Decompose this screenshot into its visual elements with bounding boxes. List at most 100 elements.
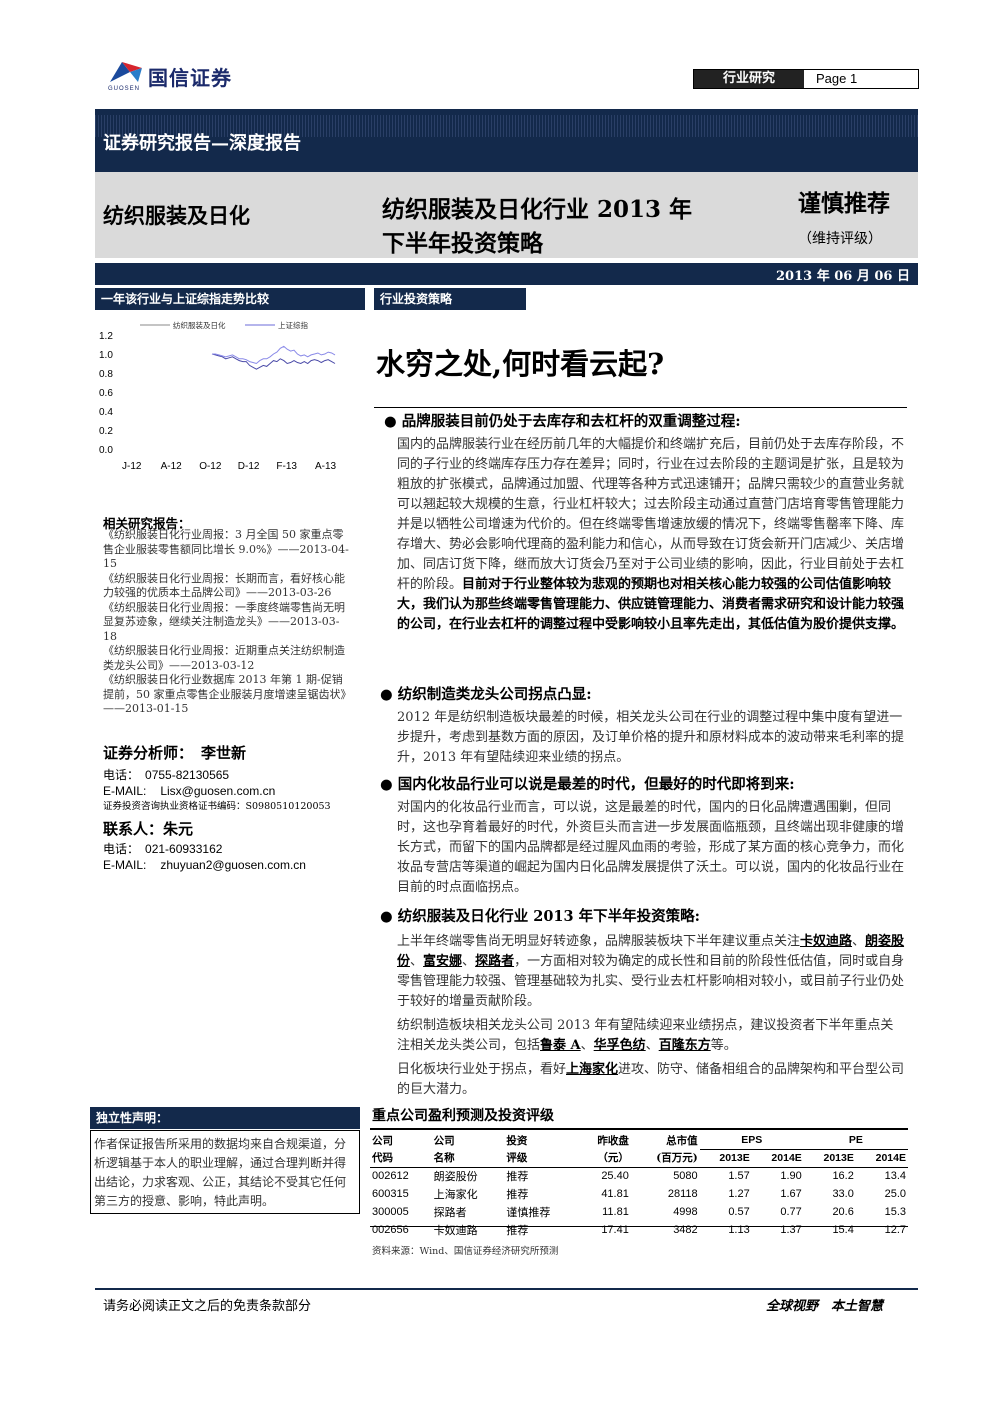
disclaimer-title: 独立性声明： bbox=[90, 1107, 360, 1129]
y-tick-label: 1.0 bbox=[99, 350, 113, 361]
th-mcap-1: 总市值 bbox=[666, 1134, 698, 1147]
section-1: ● 品牌服装目前仍处于去库存和去杠杆的双重调整过程: 国内的品牌服装行业在经历前… bbox=[384, 413, 905, 632]
th-code-1: 公司 bbox=[372, 1134, 393, 1147]
title-band: 纺织服装及日化 纺织服装及日化行业 2013 年 下半年投资策略 谨慎推荐 （维… bbox=[95, 172, 918, 258]
table-cell: 推荐 bbox=[506, 1188, 529, 1201]
series-line bbox=[212, 345, 336, 365]
table-cell: 谨慎推荐 bbox=[506, 1206, 551, 1219]
th-pe-2014: 2014E bbox=[875, 1152, 906, 1164]
table-cell: 1.37 bbox=[780, 1224, 802, 1236]
table-cell: 4998 bbox=[673, 1206, 698, 1218]
header-box: 行业研究 Page 1 bbox=[693, 69, 919, 89]
section-4-p2: 纺织制造板块相关龙头公司 2013 年有望陆续迎来业绩拐点，建议投资者下半年重点… bbox=[397, 1018, 894, 1053]
logo-subtext: GUOSEN bbox=[108, 86, 141, 92]
analyst-email[interactable]: Lisx@guosen.com.cn bbox=[160, 784, 276, 798]
analyst-label: 证券分析师： bbox=[103, 744, 194, 762]
y-tick-label: 0.2 bbox=[99, 426, 113, 437]
related-report-item[interactable]: 《纺织服装日化行业周报：长期而言，看好核心能力较强的优质本土品牌公司》——201… bbox=[103, 571, 345, 600]
table-cell: 15.3 bbox=[884, 1206, 906, 1218]
section-4-p1-rest: ，一方面相对较为确定的成长性和目前的阶段性低估值，同时或自身零售管理能力较强、管… bbox=[397, 954, 905, 1009]
stock-link-bailong[interactable]: 百隆东方 bbox=[658, 1038, 711, 1053]
x-tick-label: A-13 bbox=[315, 461, 337, 472]
stock-link-huafu[interactable]: 华孚色纺 bbox=[593, 1038, 646, 1053]
related-report-item[interactable]: 《纺织服装日化行业数据库 2013 年第 1 期-促销提前，50 家重点零售企业… bbox=[103, 673, 352, 715]
table-cell: 11.81 bbox=[602, 1206, 629, 1218]
table-cell: 002656 bbox=[372, 1224, 409, 1236]
stock-link-kanu[interactable]: 卡奴迪路 bbox=[800, 934, 853, 949]
report-title-line1: 纺织服装及日化行业 2013 年 bbox=[382, 196, 693, 223]
y-tick-label: 0.8 bbox=[99, 369, 113, 380]
stock-link-fuanna[interactable]: 富安娜 bbox=[423, 954, 463, 969]
th-rating-1: 投资 bbox=[506, 1134, 528, 1147]
section-1-text: 国内的品牌服装行业在经历前几年的大幅提价和终端扩充后，目前仍处于去库存阶段，不同… bbox=[397, 437, 905, 592]
x-tick-label: J-12 bbox=[122, 461, 142, 472]
related-report-item[interactable]: 《纺织服装日化行业周报：近期重点关注纺织制造类龙头公司》——2013-03-12 bbox=[103, 644, 345, 672]
report-type: 证券研究报告—深度报告 bbox=[103, 133, 301, 154]
report-type-band: 证券研究报告—深度报告 bbox=[95, 109, 918, 172]
stock-link-tanluzhe[interactable]: 探路者 bbox=[475, 954, 515, 969]
report-title-line2: 下半年投资策略 bbox=[382, 230, 543, 257]
legend-label: 纺织服装及日化 bbox=[173, 320, 226, 330]
table-cell: 13.4 bbox=[884, 1170, 906, 1183]
contact-email-label: E-MAIL: bbox=[103, 858, 147, 872]
y-tick-label: 0.0 bbox=[99, 445, 113, 456]
headline-divider bbox=[374, 407, 907, 408]
th-name-1: 公司 bbox=[433, 1134, 455, 1147]
sector-name: 纺织服装及日化 bbox=[103, 203, 250, 228]
table-cell: 1.90 bbox=[780, 1170, 802, 1183]
table-cell: 15.4 bbox=[832, 1224, 854, 1236]
stock-link-langzi[interactable]: 朗姿股份 bbox=[397, 934, 905, 969]
x-tick-label: A-12 bbox=[161, 461, 183, 472]
legend-label: 上证综指 bbox=[278, 320, 308, 330]
related-report-item[interactable]: 《纺织服装日化行业周报：一季度终端零售尚无明显复苏迹象，继续关注制造龙头》——2… bbox=[103, 600, 345, 643]
table-cell: 300005 bbox=[372, 1206, 409, 1218]
series-line bbox=[211, 353, 336, 370]
table-cell: 25.40 bbox=[601, 1170, 629, 1183]
x-tick-label: D-12 bbox=[238, 461, 260, 472]
table-bottom-rule bbox=[370, 1226, 908, 1227]
table-cell: 41.81 bbox=[601, 1188, 629, 1200]
stock-link-lutai[interactable]: 鲁泰 A bbox=[540, 1038, 581, 1053]
table-cell: 1.67 bbox=[780, 1188, 802, 1200]
th-mcap-2: (百万元) bbox=[656, 1152, 698, 1165]
table-cell: 20.6 bbox=[832, 1206, 854, 1218]
x-tick-label: F-13 bbox=[276, 461, 297, 472]
section-4-p1: 上半年终端零售尚无明显好转迹象，品牌服装板块下半年建议重点关注 bbox=[397, 934, 801, 949]
page-number: Page 1 bbox=[816, 71, 858, 86]
table-cell: 1.13 bbox=[728, 1224, 750, 1236]
logo-text: 国信证券 bbox=[148, 66, 232, 90]
th-eps-2014: 2014E bbox=[771, 1152, 802, 1164]
x-tick-label: O-12 bbox=[199, 461, 222, 472]
tel-label: 电话： bbox=[103, 768, 140, 782]
contact-email[interactable]: zhuyuan2@guosen.com.cn bbox=[160, 858, 306, 872]
logo-icon bbox=[110, 62, 142, 82]
chart-section-title: 一年该行业与上证综指走势比较 bbox=[95, 288, 365, 310]
th-close-1: 昨收盘 bbox=[597, 1134, 629, 1147]
th-rating-2: 评级 bbox=[506, 1152, 528, 1165]
contact-tel: 021-60933162 bbox=[145, 842, 223, 856]
table-cell: 12.7 bbox=[884, 1224, 906, 1236]
footer-rule bbox=[95, 1288, 918, 1290]
table-cell: 1.57 bbox=[728, 1170, 750, 1183]
contact-name: 朱元 bbox=[163, 820, 194, 838]
section-1-bold-text: 目前对于行业整体较为悲观的预期也对相关核心能力较强的公司估值影响较大，我们认为那… bbox=[397, 577, 905, 632]
stock-link-jahwa[interactable]: 上海家化 bbox=[566, 1062, 619, 1077]
table-top-rule bbox=[370, 1128, 908, 1130]
table-cell: 002612 bbox=[372, 1170, 409, 1183]
related-title: 相关研究报告： bbox=[103, 516, 191, 531]
th-eps-2013: 2013E bbox=[719, 1152, 750, 1164]
section-4: ● 纺织服装及日化行业 2013 年下半年投资策略: 上半年终端零售尚无明显好转… bbox=[380, 908, 905, 1097]
related-report-item[interactable]: 《纺织服装日化行业周报：3 月全国 50 家重点零售企业服装零售额同比增长 9.… bbox=[103, 528, 349, 570]
rating-note: （维持评级） bbox=[798, 231, 882, 247]
report-date: 2013 年 06 月 06 日 bbox=[776, 269, 910, 284]
y-tick-label: 0.4 bbox=[99, 407, 113, 418]
table-cell: 推荐 bbox=[506, 1224, 529, 1237]
table-cell: 0.57 bbox=[728, 1206, 750, 1218]
section-4-heading: 纺织服装及日化行业 2013 年下半年投资策略: bbox=[397, 908, 701, 925]
th-name-2: 名称 bbox=[433, 1152, 455, 1165]
y-tick-label: 1.2 bbox=[99, 331, 113, 342]
